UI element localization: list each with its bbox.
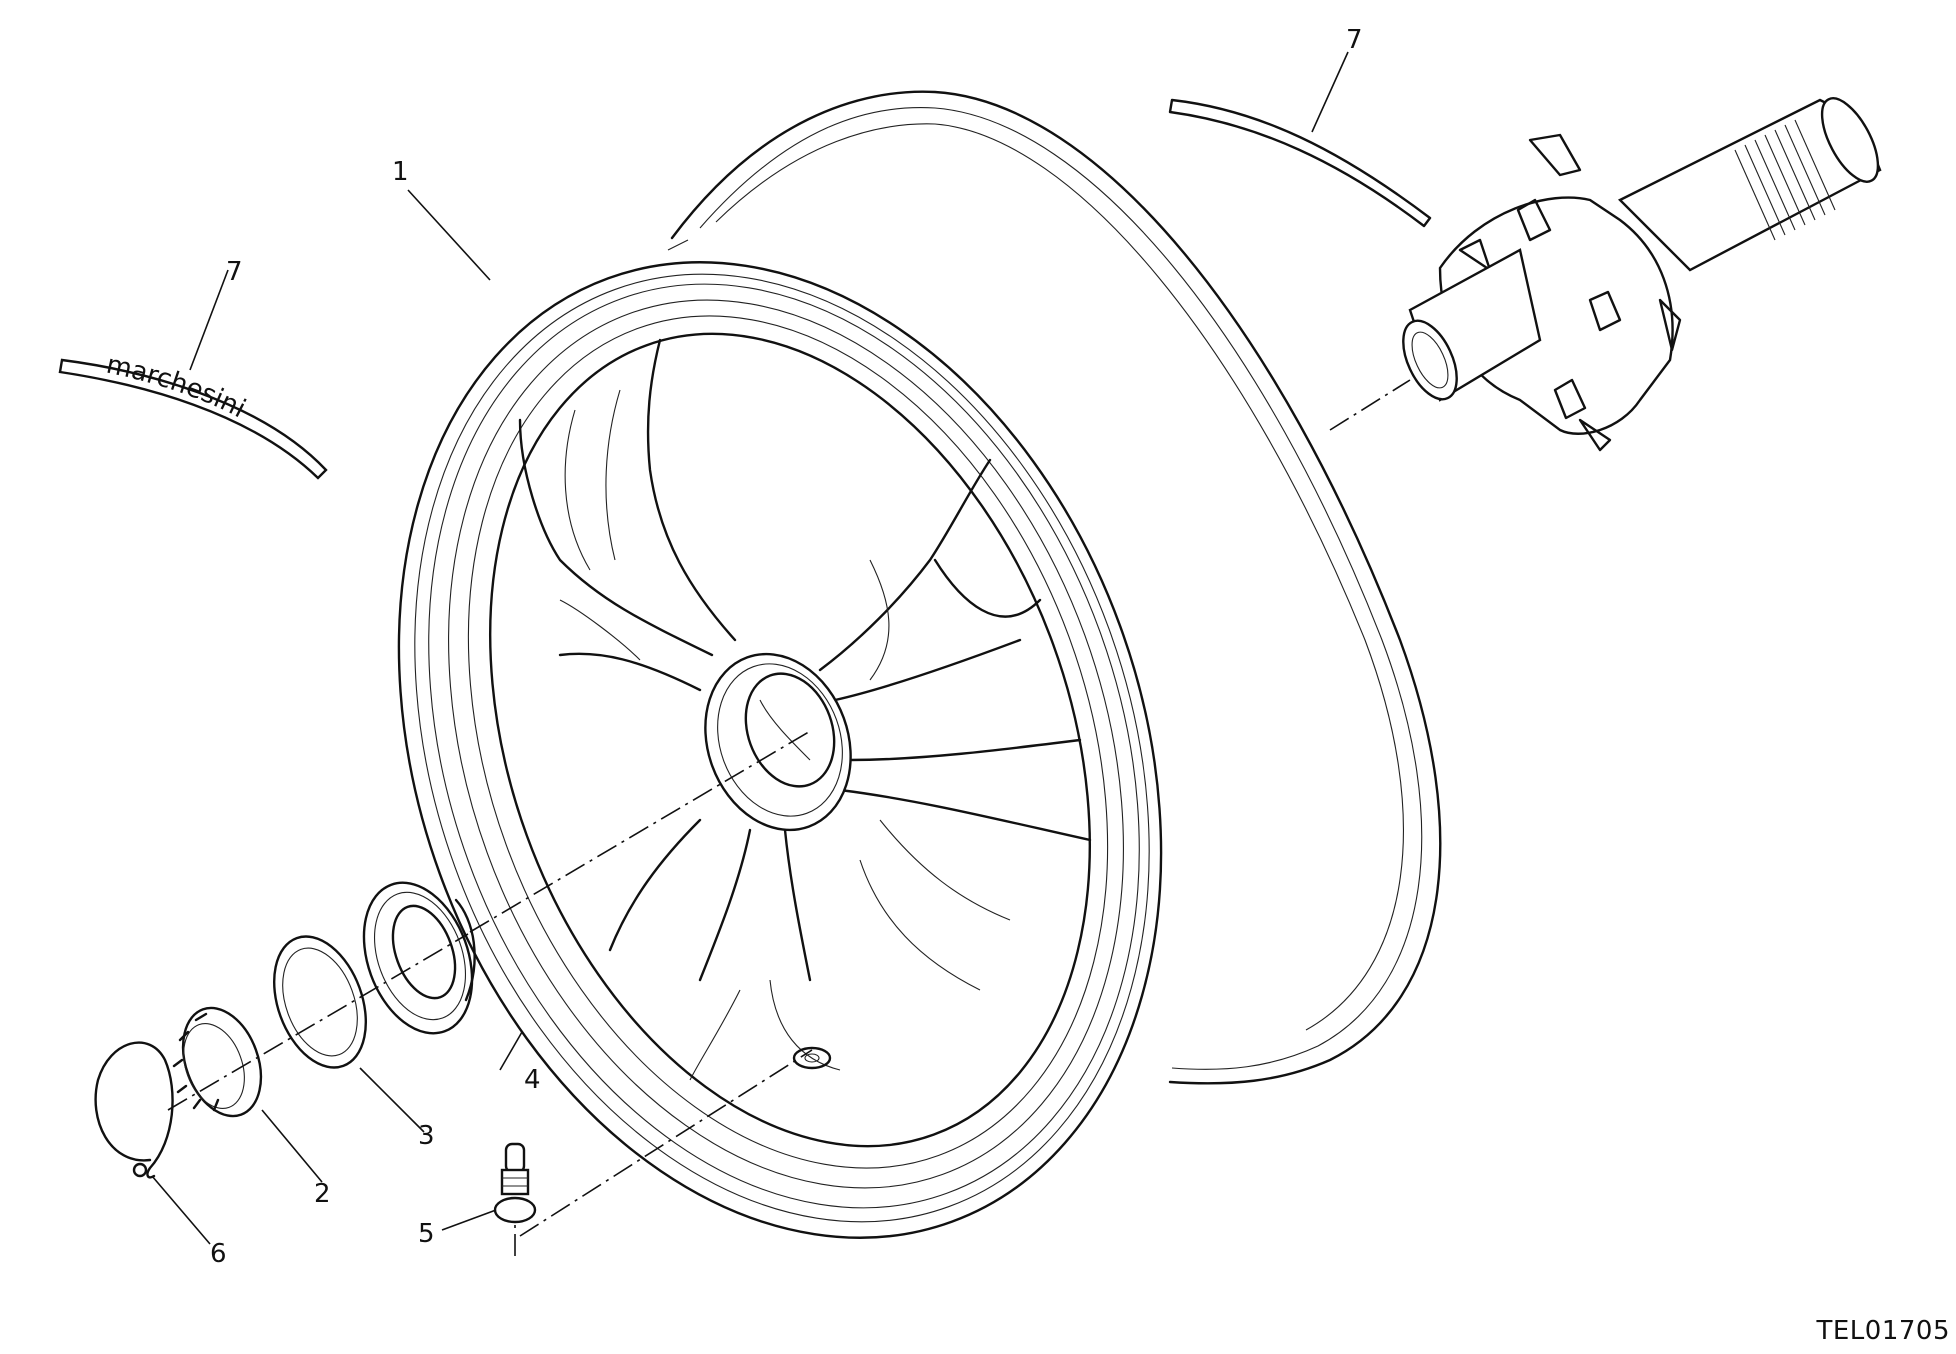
- valve-hole: [792, 1046, 832, 1070]
- callout-5: 5: [418, 1219, 435, 1249]
- decal-left-part: marchesini: [58, 350, 328, 480]
- ring-nut-part: [172, 1006, 263, 1118]
- callout-2: 2: [314, 1179, 331, 1209]
- callout-7-left: 7: [226, 257, 243, 287]
- rim-spokes: [518, 338, 1092, 1081]
- callout-3: 3: [418, 1121, 435, 1151]
- decal-right-part: [1168, 98, 1432, 228]
- decal-brand-text: marchesini: [104, 350, 251, 425]
- bearing-part: [362, 881, 476, 1035]
- drawing-code: TEL01705: [1816, 1316, 1950, 1346]
- rim-back-barrel: [667, 90, 1442, 1085]
- leader-lines: [151, 51, 1349, 1245]
- assembly-axes: [167, 379, 1411, 1256]
- rim-front-face: [397, 261, 1163, 1239]
- sprocket-carrier: [1402, 97, 1882, 452]
- callout-6: 6: [210, 1239, 227, 1269]
- callout-labels: 1 2 3 4 5 6 7 7: [210, 25, 1363, 1269]
- rim-hub: [704, 652, 852, 832]
- valve-part: [493, 1142, 537, 1224]
- callout-7-right: 7: [1346, 25, 1363, 55]
- callout-4: 4: [524, 1065, 541, 1095]
- circlip-part: [94, 1041, 174, 1179]
- callout-1: 1: [392, 157, 409, 187]
